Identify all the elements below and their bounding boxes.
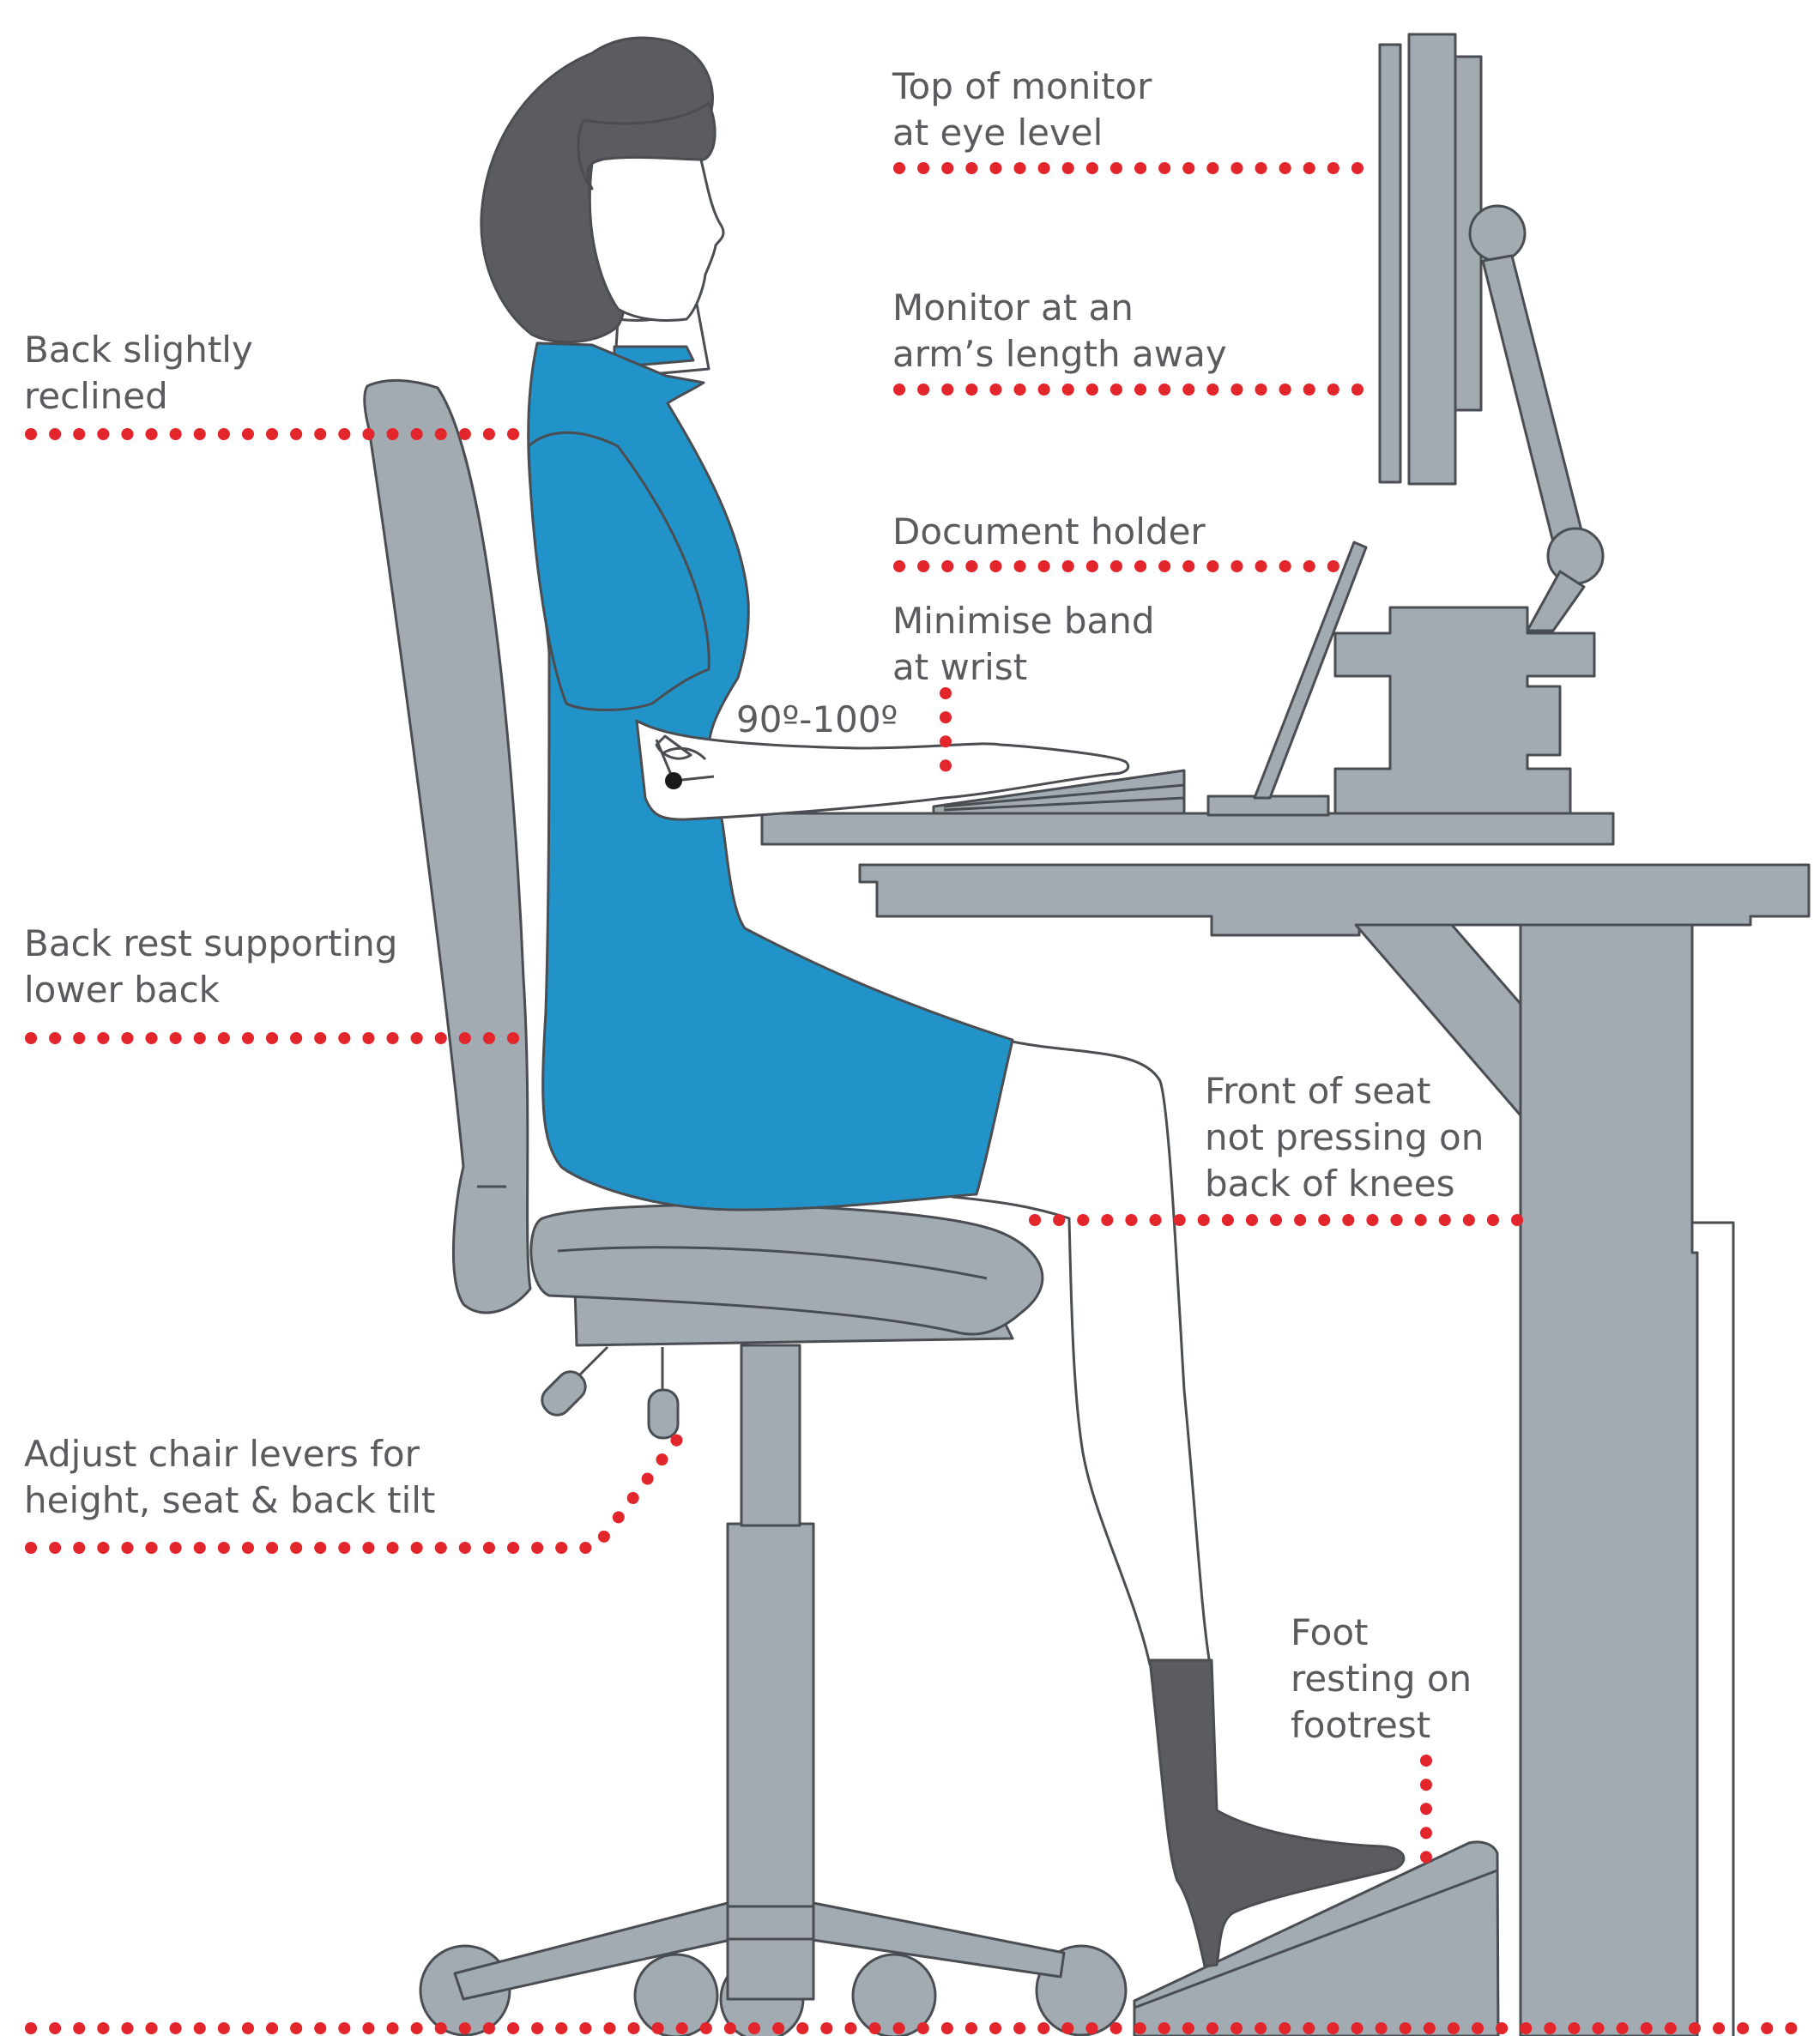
label-line: Minimise band bbox=[892, 598, 1155, 644]
label-line: footrest bbox=[1291, 1702, 1472, 1749]
chair-levers bbox=[536, 1347, 678, 1438]
label-line: at eye level bbox=[892, 110, 1152, 156]
label-elbow-angle: 90º-100º bbox=[736, 697, 898, 743]
arm-joint-icon bbox=[1548, 529, 1603, 583]
label-line: Adjust chair levers for bbox=[24, 1431, 435, 1477]
label-monitor-top: Top of monitor at eye level bbox=[892, 63, 1152, 156]
label-line: Back rest supporting bbox=[24, 921, 397, 967]
monitor-hinge-icon bbox=[1470, 206, 1525, 261]
lever-knob-icon bbox=[649, 1390, 678, 1438]
label-lower-back: Back rest supporting lower back bbox=[24, 921, 397, 1013]
label-back-reclined: Back slightly reclined bbox=[24, 327, 253, 420]
monitor-stand-base bbox=[1335, 607, 1594, 813]
desk-top bbox=[762, 813, 1613, 844]
label-levers: Adjust chair levers for height, seat & b… bbox=[24, 1431, 435, 1524]
label-line: 90º-100º bbox=[736, 697, 898, 743]
label-seat-front: Front of seat not pressing on back of kn… bbox=[1205, 1068, 1484, 1207]
lever-knob-icon bbox=[536, 1366, 591, 1421]
backrest bbox=[365, 380, 530, 1313]
label-wrist: Minimise band at wrist bbox=[892, 598, 1155, 691]
label-line: Top of monitor bbox=[892, 63, 1152, 110]
label-line: reclined bbox=[24, 373, 253, 420]
label-line: Monitor at an bbox=[892, 285, 1227, 331]
face bbox=[590, 144, 723, 321]
label-foot: Foot resting on footrest bbox=[1291, 1610, 1472, 1749]
monitor bbox=[1335, 34, 1603, 813]
elbow-pivot-icon bbox=[665, 772, 682, 789]
label-line: Back slightly bbox=[24, 327, 253, 373]
chair-column bbox=[741, 1345, 800, 1525]
label-line: height, seat & back tilt bbox=[24, 1477, 435, 1524]
label-line: Front of seat bbox=[1205, 1068, 1484, 1115]
label-line: back of knees bbox=[1205, 1161, 1484, 1207]
label-line: Foot bbox=[1291, 1610, 1472, 1656]
label-line: Document holder bbox=[892, 509, 1206, 555]
chair-base bbox=[420, 1345, 1126, 2036]
monitor-arm bbox=[1483, 256, 1584, 549]
label-document-holder: Document holder bbox=[892, 509, 1206, 555]
label-line: at wrist bbox=[892, 644, 1155, 691]
label-line: resting on bbox=[1291, 1656, 1472, 1702]
desk-leg bbox=[1521, 925, 1697, 2036]
label-line: arm’s length away bbox=[892, 331, 1227, 378]
label-line: lower back bbox=[24, 967, 397, 1013]
gas-cylinder bbox=[728, 1524, 813, 1906]
label-line: not pressing on bbox=[1205, 1115, 1484, 1161]
label-monitor-distance: Monitor at an arm’s length away bbox=[892, 285, 1227, 378]
